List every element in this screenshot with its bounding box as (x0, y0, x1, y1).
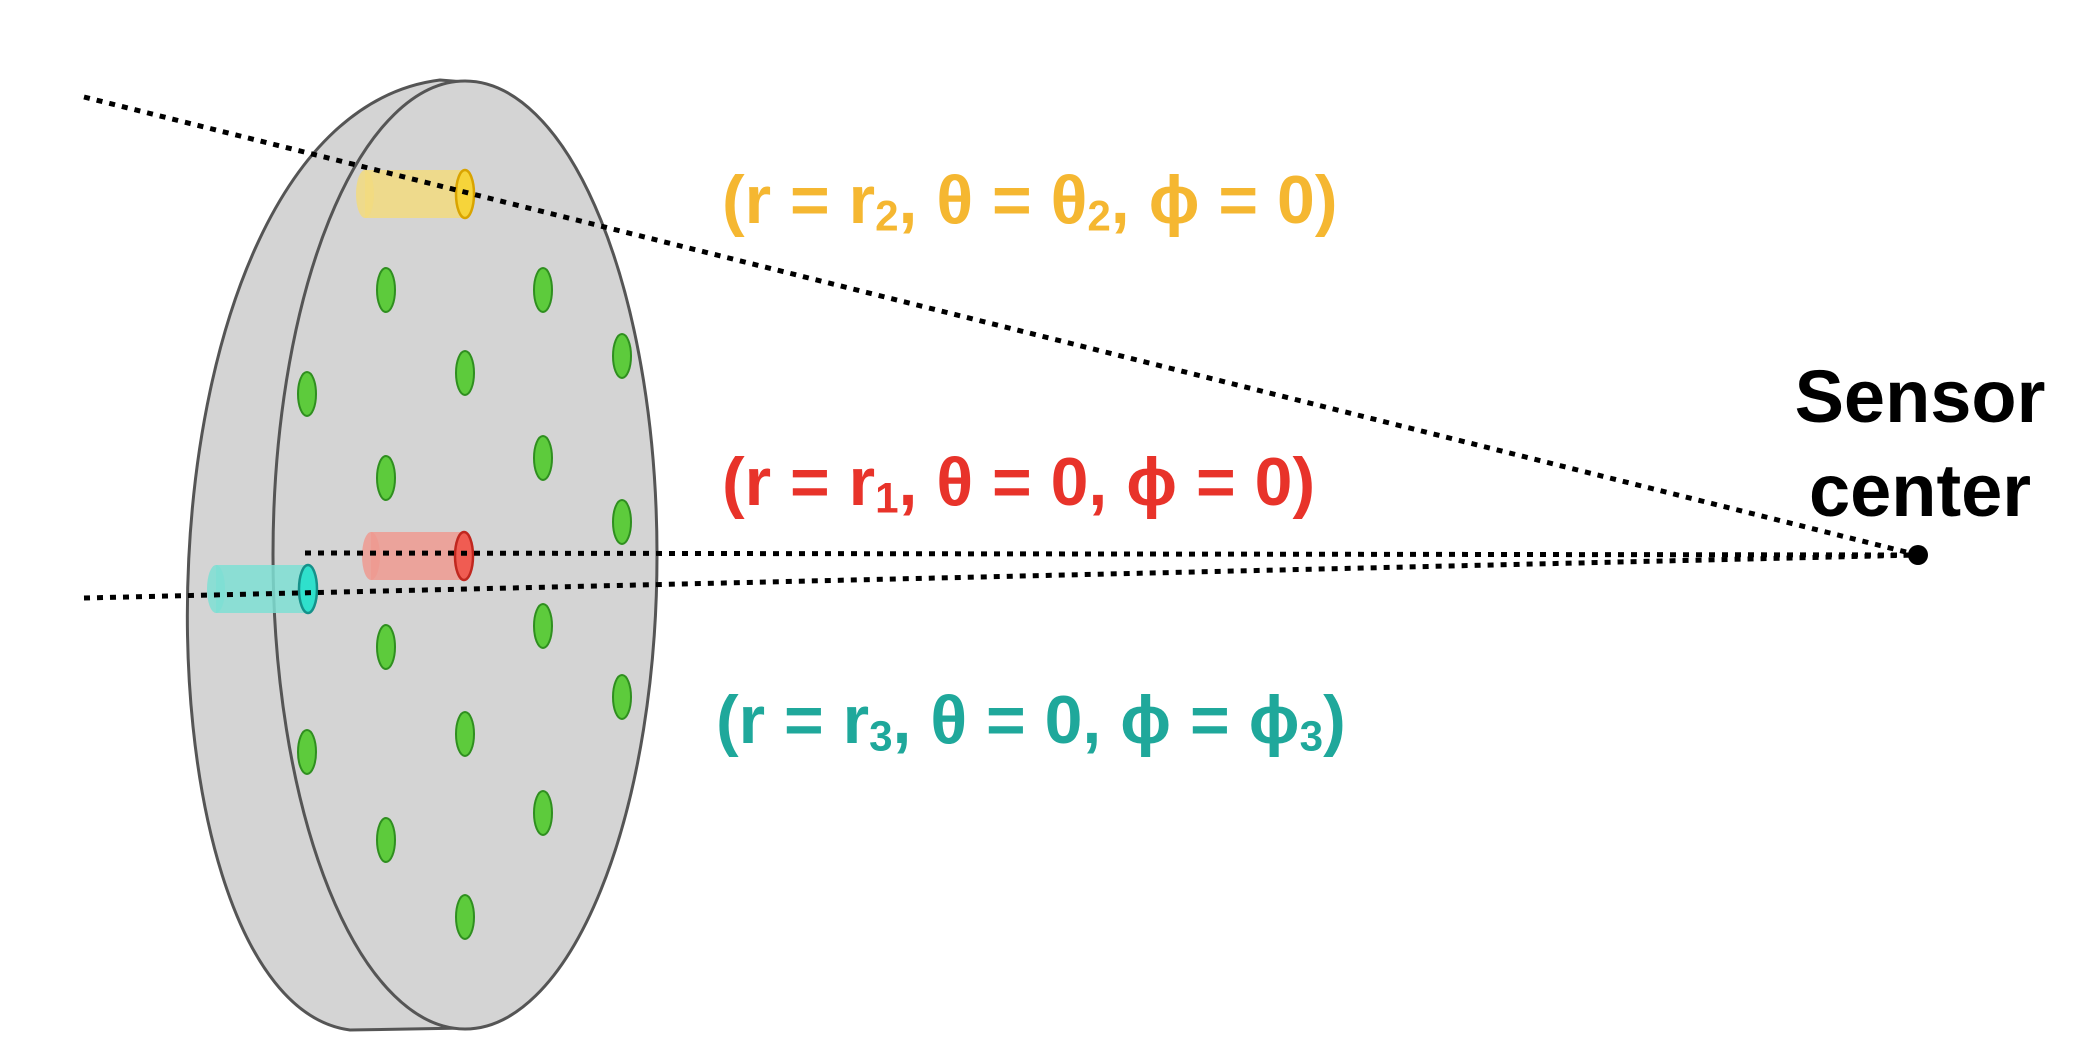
sensor-hole (533, 435, 553, 481)
sensor-hole (376, 817, 396, 863)
label-teal-r-subscript: 3 (869, 712, 893, 760)
teal-tube-body (216, 565, 308, 613)
sensor-hole (533, 267, 553, 313)
red-tube-body (371, 532, 464, 580)
red-tube-back-cap (362, 532, 380, 580)
label-teal-phi-subscript: 3 (1299, 712, 1324, 760)
label-red-close: , θ = 0, ϕ = 0) (898, 444, 1316, 520)
label-yellow-middle: , θ = θ (898, 162, 1088, 238)
yellow-tube-back-cap (356, 170, 374, 218)
label-yellow-open: (r = r (722, 162, 876, 238)
sensor-hole (376, 624, 396, 670)
sensor-label-line2: center (1808, 449, 2032, 532)
sensor-hole (612, 333, 632, 379)
sensor-hole (533, 603, 553, 649)
coordinate-label-red: (r = r1, θ = 0, ϕ = 0) (722, 448, 1315, 519)
sensor-hole (455, 711, 475, 757)
yellow-tube (356, 168, 476, 220)
label-teal-middle: , θ = 0, ϕ = ϕ (892, 682, 1300, 758)
sensor-hole (297, 729, 317, 775)
sensor-hole (376, 455, 396, 501)
sensor-hole (455, 350, 475, 396)
sensor-hole (612, 499, 632, 545)
teal-tube-front-cap (297, 563, 319, 615)
label-yellow-close: , ϕ = 0) (1110, 162, 1338, 238)
sensor-hole (612, 674, 632, 720)
teal-tube-back-cap (207, 565, 225, 613)
coordinate-label-teal: (r = r3, θ = 0, ϕ = ϕ3) (716, 686, 1346, 757)
sensor-label-line1: Sensor (1794, 355, 2046, 438)
sensor-hole (376, 267, 396, 313)
label-teal-close: ) (1323, 682, 1346, 758)
line-of-sight-red (304, 550, 1919, 558)
sensor-center-label: Sensor center (1760, 350, 2080, 538)
label-yellow-theta-subscript: 2 (1087, 192, 1111, 240)
label-teal-open: (r = r (716, 682, 870, 758)
label-red-r-subscript: 1 (875, 474, 899, 522)
sensor-hole (455, 894, 475, 940)
red-tube (362, 530, 475, 582)
red-tube-front-cap (453, 530, 475, 582)
line-of-sight-yellow (83, 94, 1919, 558)
sensor-holes (297, 267, 632, 940)
sensor-center-point (1908, 545, 1928, 565)
teal-tube (207, 563, 319, 615)
coordinate-label-yellow: (r = r2, θ = θ2, ϕ = 0) (722, 166, 1338, 237)
label-red-open: (r = r (722, 444, 876, 520)
label-yellow-r-subscript: 2 (875, 192, 899, 240)
sensor-hole (533, 790, 553, 836)
sensor-hole (297, 371, 317, 417)
